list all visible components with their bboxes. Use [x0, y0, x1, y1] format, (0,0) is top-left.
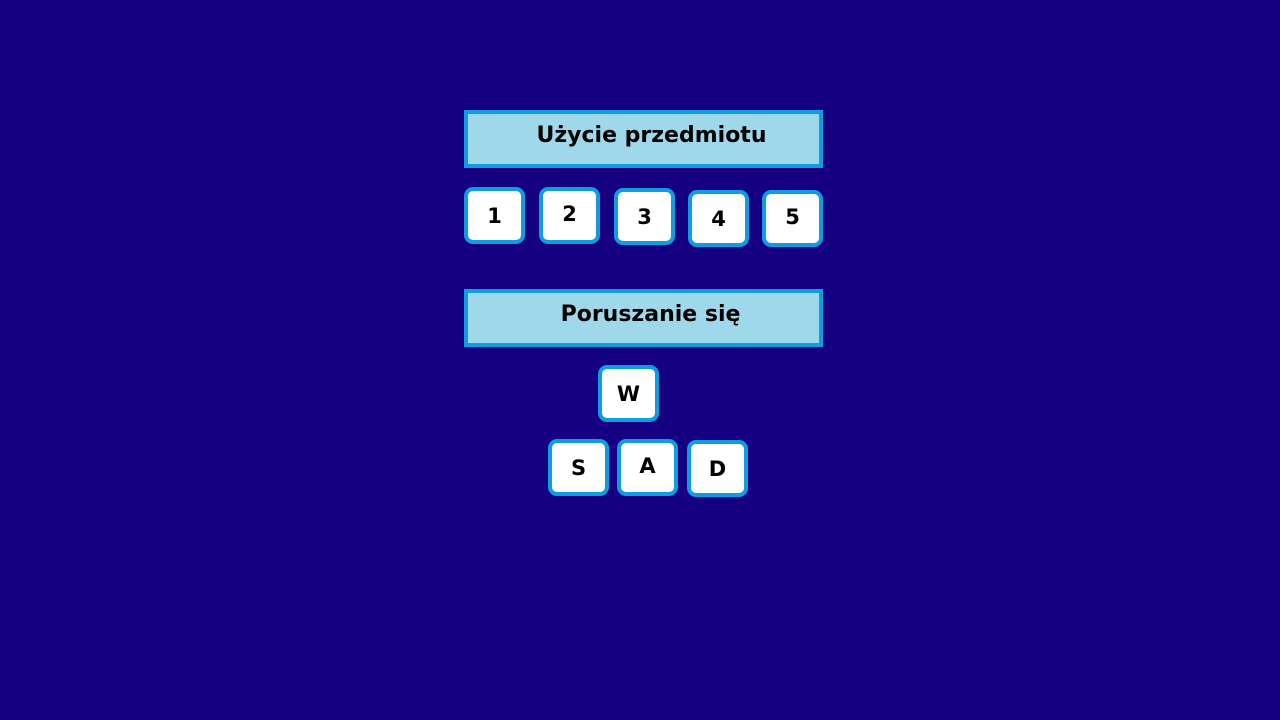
key-a-label: A [639, 453, 656, 478]
key-d[interactable]: D [687, 440, 748, 497]
item-use-title: Użycie przedmiotu [536, 122, 767, 148]
key-w[interactable]: W [598, 365, 659, 422]
key-5-label: 5 [785, 204, 800, 229]
key-5[interactable]: 5 [762, 190, 823, 247]
key-a[interactable]: A [617, 439, 678, 496]
key-4-label: 4 [711, 206, 726, 231]
movement-header: Poruszanie się [464, 289, 823, 347]
key-3-label: 3 [637, 204, 652, 229]
key-1[interactable]: 1 [464, 187, 525, 244]
key-d-label: D [708, 456, 727, 481]
key-2[interactable]: 2 [539, 187, 600, 244]
key-s[interactable]: S [548, 439, 609, 496]
key-4[interactable]: 4 [688, 190, 749, 247]
key-1-label: 1 [487, 203, 502, 228]
key-3[interactable]: 3 [614, 188, 675, 245]
item-use-header: Użycie przedmiotu [464, 110, 823, 168]
key-2-label: 2 [562, 201, 577, 226]
key-s-label: S [570, 455, 587, 480]
movement-title: Poruszanie się [560, 301, 741, 327]
key-w-label: W [616, 381, 641, 406]
